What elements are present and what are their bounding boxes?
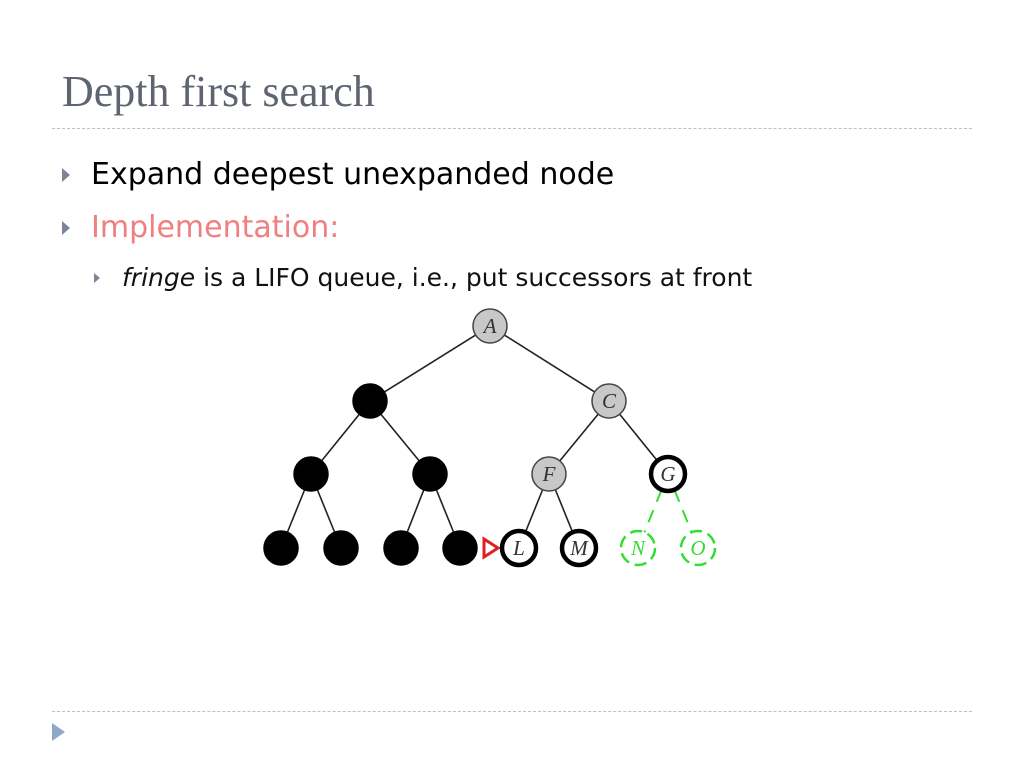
node-circle [679, 529, 717, 567]
bullet-text: Implementation: [91, 210, 340, 245]
tree-node-n: N [619, 529, 657, 567]
title-divider [52, 128, 972, 129]
edge-E-K [435, 489, 455, 533]
bullet-text: Expand deepest unexpanded node [91, 157, 615, 192]
edge-F-L [524, 489, 544, 533]
node-label: A [482, 314, 497, 338]
tree-node-e [412, 456, 448, 492]
node-circle [531, 456, 567, 492]
node-circle [499, 528, 539, 568]
edge-G-N [643, 489, 663, 533]
sub-bullet-fringe: fringe is a LIFO queue, i.e., put succes… [94, 263, 752, 292]
node-circle [323, 530, 359, 566]
node-label: O [690, 536, 705, 560]
bullet-arrow-icon [62, 167, 70, 182]
footer-divider [52, 711, 972, 712]
bullet-implementation: Implementation: [62, 210, 339, 245]
edge-E-J [406, 489, 425, 533]
node-circle [648, 454, 688, 494]
edge-B-E [380, 413, 420, 462]
edge-A-C [503, 334, 596, 393]
node-circle [591, 383, 627, 419]
tree-node-k [442, 530, 478, 566]
edge-D-H [286, 489, 306, 533]
node-circle [412, 456, 448, 492]
bullet-expand: Expand deepest unexpanded node [62, 157, 614, 192]
edge-A-B [383, 334, 477, 393]
node-circle [383, 530, 419, 566]
fringe-term: fringe [122, 263, 196, 292]
tree-node-a: A [472, 308, 508, 344]
edge-B-D [321, 413, 360, 462]
node-label: F [542, 462, 556, 486]
next-slide-arrow-icon[interactable] [52, 723, 65, 741]
tree-node-i [323, 530, 359, 566]
sub-bullet-text: fringe is a LIFO queue, i.e., put succes… [122, 263, 752, 292]
fringe-pointer [482, 536, 501, 560]
edge-F-M [554, 489, 574, 533]
node-circle [263, 530, 299, 566]
tree-node-o: O [679, 529, 717, 567]
fringe-description: is a LIFO queue, i.e., put successors at… [195, 263, 753, 292]
bullet-arrow-icon [62, 220, 70, 235]
tree-node-b [352, 383, 388, 419]
node-circle [293, 456, 329, 492]
tree-edges [286, 334, 693, 533]
sub-bullet-arrow-icon [94, 272, 100, 283]
tree-node-h [263, 530, 299, 566]
node-circle [442, 530, 478, 566]
tree-node-j [383, 530, 419, 566]
edge-G-O [673, 489, 693, 533]
pointer-arrow-icon [482, 536, 501, 560]
slide-title: Depth first search [62, 67, 375, 116]
node-label: C [602, 389, 617, 413]
node-circle [559, 528, 599, 568]
edge-C-F [559, 413, 599, 462]
node-label: L [512, 536, 525, 560]
tree-node-d [293, 456, 329, 492]
node-circle [352, 383, 388, 419]
node-label: M [569, 536, 589, 560]
tree-node-g: G [648, 454, 688, 494]
node-label: G [660, 462, 675, 486]
tree-node-c: C [591, 383, 627, 419]
node-label: N [630, 536, 646, 560]
tree-node-f: F [531, 456, 567, 492]
edge-D-I [316, 489, 336, 533]
edge-C-G [619, 413, 658, 462]
node-circle [619, 529, 657, 567]
tree-node-m: M [559, 528, 599, 568]
tree-node-l: L [499, 528, 539, 568]
tree-nodes: A C F G L M N O [263, 308, 717, 568]
node-circle [472, 308, 508, 344]
